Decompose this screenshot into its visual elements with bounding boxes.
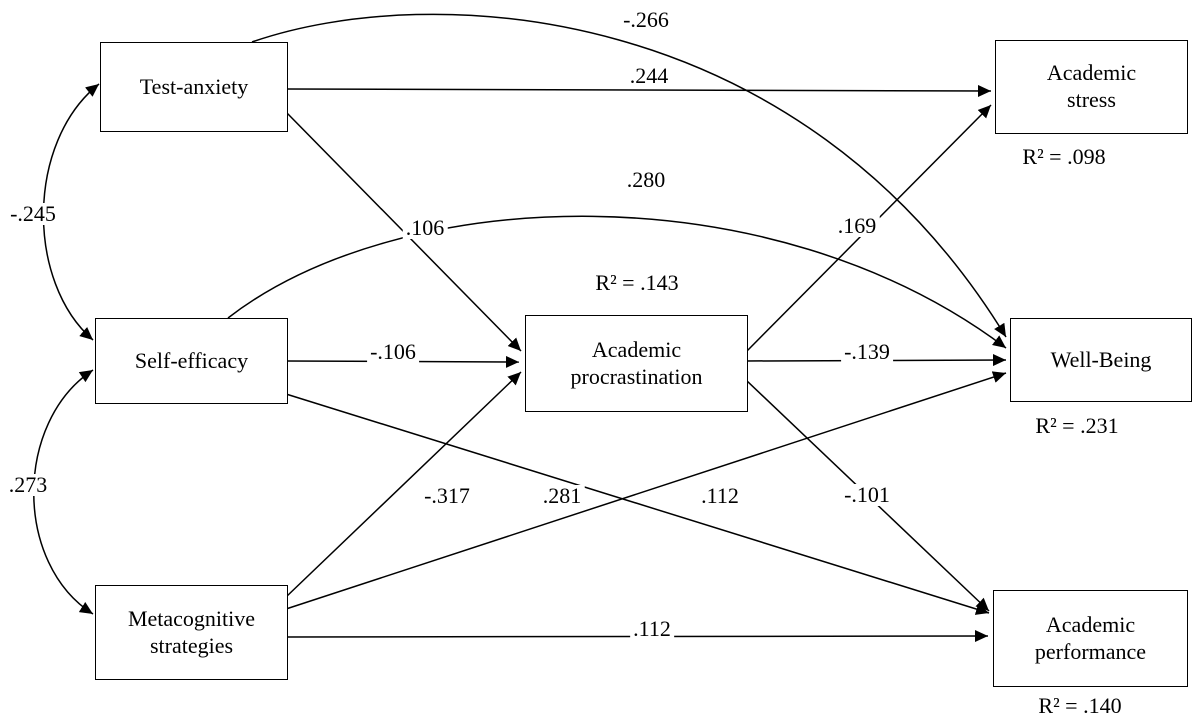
edge-metacognitive-to-wellbeing — [285, 371, 1007, 610]
node-academic-performance: Academic performance — [993, 590, 1188, 687]
node-metacognitive-strategies: Metacognitive strategies — [95, 585, 288, 680]
coef-se-to-wellbeing: .280 — [623, 169, 669, 191]
node-academic-procrastination-label: Academic procrastination — [570, 336, 703, 389]
node-academic-stress: Academic stress — [995, 40, 1188, 134]
edge-self-efficacy-to-performance — [285, 393, 990, 615]
coef-ta-to-stress: .244 — [626, 65, 672, 87]
edge-metacognitive-to-procrastination — [285, 371, 522, 598]
node-well-being-label: Well-Being — [1050, 346, 1152, 372]
node-academic-performance-label: Academic performance — [1034, 611, 1147, 664]
coef-se-to-performance: .281 — [539, 485, 585, 507]
node-self-efficacy-label: Self-efficacy — [134, 347, 249, 373]
edge-test-anxiety-to-stress — [285, 84, 992, 97]
edge-test-anxiety-to-wellbeing-curve — [251, 13, 1007, 338]
r2-academic-procrastination: R² = .143 — [595, 270, 679, 295]
coef-procrastination-to-wellbeing: -.139 — [841, 341, 893, 363]
node-well-being: Well-Being — [1010, 318, 1192, 402]
r2-academic-performance: R² = .140 — [1038, 693, 1122, 718]
r2-well-being: R² = .231 — [1035, 413, 1119, 438]
node-academic-procrastination: Academic procrastination — [525, 315, 748, 412]
coef-procrastination-to-stress: .169 — [834, 215, 880, 237]
node-metacognitive-strategies-label: Metacognitive strategies — [127, 605, 256, 658]
edge-self-efficacy-to-wellbeing-curve — [227, 215, 1007, 349]
node-test-anxiety-label: Test-anxiety — [139, 73, 249, 99]
coef-ta-to-procrastination: .106 — [402, 217, 448, 239]
coef-ta-to-wellbeing: -.266 — [620, 9, 672, 31]
node-test-anxiety: Test-anxiety — [100, 42, 288, 132]
coef-corr-se-ms: .273 — [5, 474, 51, 496]
coef-corr-ta-se: -.245 — [7, 203, 59, 225]
coef-se-to-procrastination: -.106 — [367, 341, 419, 363]
node-self-efficacy: Self-efficacy — [95, 318, 288, 404]
coef-ms-to-procrastination: -.317 — [421, 485, 473, 507]
coef-ms-to-wellbeing: .112 — [698, 485, 742, 507]
node-academic-stress-label: Academic stress — [1046, 60, 1137, 112]
coef-ms-to-performance: .112 — [630, 618, 674, 640]
r2-academic-stress: R² = .098 — [1022, 144, 1106, 169]
coef-procrastination-to-performance: -.101 — [841, 484, 893, 506]
